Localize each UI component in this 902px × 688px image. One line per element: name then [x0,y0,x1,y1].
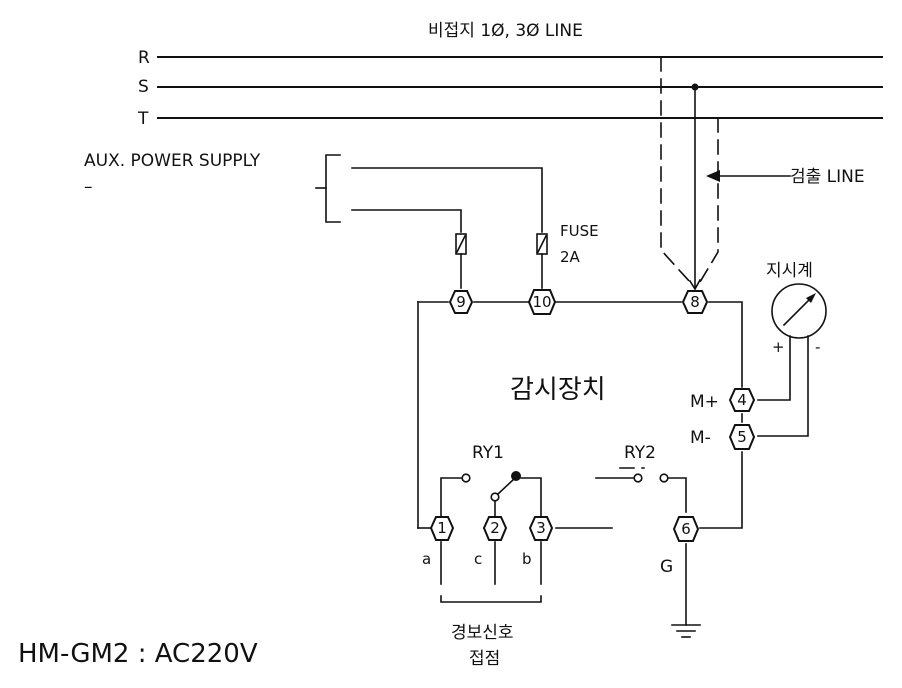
meter-needle-tip [806,293,816,303]
contact-a-label: a [422,550,431,568]
terminal-6-number: 6 [681,520,691,538]
meter-plus: + [772,338,785,356]
aux-power-bracket [325,154,341,223]
terminal-3: 3 [528,516,554,541]
meter-label: 지시계 [766,261,813,281]
alarm-label-line1: 경보신호 [451,623,514,643]
aux-power-label: AUX. POWER SUPPLY [84,151,261,171]
line-label-r: R [138,48,150,68]
fuse-rating: 2A [560,248,581,266]
aux-wire-top [351,167,543,233]
terminal-9-number: 9 [456,293,466,311]
ry2-right-contact [659,473,669,483]
fuse-right-mark [536,234,548,254]
terminal-4: 4 [728,388,756,412]
ry2-right-wire [667,477,687,513]
fuse-left-mark [455,234,467,254]
alarm-bracket [440,595,542,603]
junction-s [691,83,699,91]
terminal-5: 5 [728,424,756,450]
wire-meter-plus [757,335,791,401]
terminal-9: 9 [448,290,474,314]
terminal-8-number: 8 [690,293,700,311]
detect-arrow [688,278,702,291]
terminal-10: 10 [527,289,557,315]
terminal-4-number: 4 [737,391,747,409]
detect-label: 검출 LINE [790,167,865,187]
wire-meter-minus [757,335,809,437]
device-label: 감시장치 [510,375,606,405]
terminal-2: 2 [482,516,508,541]
ry1-a-wire [440,477,463,517]
detect-dash-right [698,117,719,284]
terminal-10-number: 10 [532,293,551,311]
detect-dash-left [660,56,692,284]
ry2-label: RY2 [624,443,656,463]
wire-5-6 [699,451,743,529]
terminal-3-number: 3 [536,519,546,537]
terminal-6: 6 [672,516,700,542]
contact-b-label: b [522,550,532,568]
meter-needle [782,295,814,327]
line-title: 비접지 1Ø, 3Ø LINE [428,21,583,41]
detect-arrowhead [706,170,720,182]
aux-power-mark: – [84,177,93,197]
terminal-1: 1 [429,516,455,541]
line-label-s: S [138,77,149,97]
meter-minus: - [815,338,820,356]
terminal-8: 8 [681,290,709,314]
terminal-5-number: 5 [737,428,747,446]
ry1-blade [496,477,516,496]
bus-right [708,301,743,388]
m-plus-label: M+ [690,392,719,412]
terminal-1-number: 1 [437,519,447,537]
aux-wire-bottom [351,209,462,233]
contact-c-label: c [474,550,482,568]
fuse-label: FUSE [560,222,599,240]
ground-label: G [660,557,673,577]
ry2-left-contact [633,473,643,483]
line-label-t: T [137,109,149,129]
ry1-label: RY1 [472,443,504,463]
model-label: HM-GM2 : AC220V [18,639,258,669]
m-minus-label: M- [690,428,711,448]
ry1-b-wire [520,477,542,517]
terminal-2-number: 2 [490,519,500,537]
alarm-label-line2: 접점 [469,649,500,669]
ry1-a-contact [461,473,471,483]
